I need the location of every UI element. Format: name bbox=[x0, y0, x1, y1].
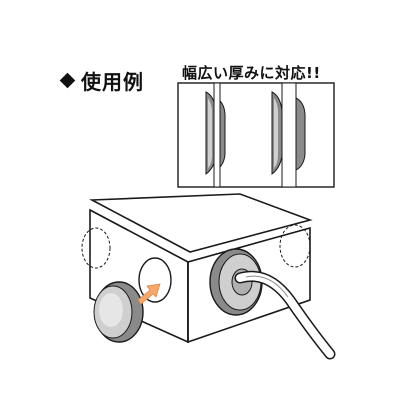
open-knockout-hole bbox=[138, 257, 172, 303]
thickness-inset-panel bbox=[177, 82, 335, 188]
inset-title: 幅広い厚みに対応!! bbox=[182, 64, 321, 82]
usage-example-label: 使用例 bbox=[81, 70, 144, 94]
installed-grommet bbox=[209, 248, 263, 316]
thin-wall-section bbox=[205, 82, 226, 188]
inset-frame bbox=[177, 82, 335, 188]
thick-wall-section bbox=[271, 82, 306, 188]
insert-arrow-icon bbox=[137, 283, 161, 305]
knockout-outline bbox=[81, 227, 111, 269]
loose-grommet bbox=[93, 281, 144, 343]
usage-example-heading: 使用例 bbox=[59, 66, 144, 95]
thin-wall bbox=[213, 82, 221, 188]
knockout-outline bbox=[279, 224, 311, 268]
box-top-face bbox=[89, 193, 313, 253]
thick-wall bbox=[281, 82, 297, 188]
